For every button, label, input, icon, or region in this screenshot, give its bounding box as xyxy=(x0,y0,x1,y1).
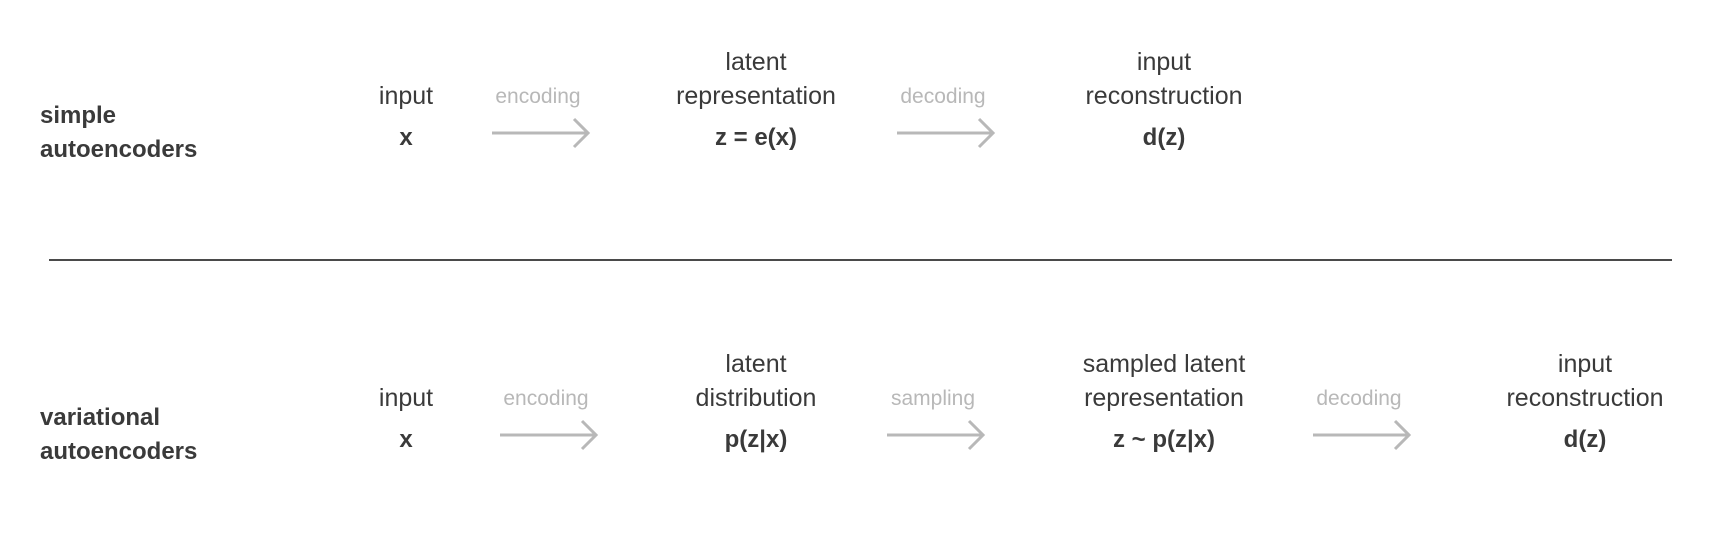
node-label: input xyxy=(378,82,434,110)
node-expression: d(z) xyxy=(1563,426,1607,453)
edge-label: decoding xyxy=(1316,387,1402,410)
input-node: input x xyxy=(276,79,536,155)
row-title: variational autoencoders xyxy=(40,404,198,465)
arrow-right-icon xyxy=(887,419,986,451)
node-label: sampled latent representation xyxy=(1082,350,1246,412)
node-label: input reconstruction xyxy=(1085,48,1243,110)
divider xyxy=(49,259,1672,261)
node-expression: x xyxy=(399,124,413,151)
simple-autoencoders-row: simple autoencoders input x encoding lat… xyxy=(0,45,1712,245)
input-reconstruction-node: input reconstruction d(z) xyxy=(1034,45,1294,155)
decoding-edge: decoding xyxy=(1294,385,1424,453)
arrow-right-icon xyxy=(897,117,996,149)
sampling-edge: sampling xyxy=(868,385,998,453)
latent-representation-node: latent representation z = e(x) xyxy=(626,45,886,155)
edge-label: encoding xyxy=(503,387,589,410)
edge-label: decoding xyxy=(900,85,986,108)
node-expression: d(z) xyxy=(1142,124,1186,151)
node-label: latent representation xyxy=(676,48,836,110)
arrow-right-icon xyxy=(1313,419,1412,451)
input-node: input x xyxy=(276,381,536,457)
arrow-right-icon xyxy=(500,419,599,451)
latent-distribution-node: latent distribution p(z|x) xyxy=(626,347,886,457)
encoding-edge: encoding xyxy=(473,83,603,151)
node-expression: p(z|x) xyxy=(724,426,788,453)
encoding-edge: encoding xyxy=(481,385,611,453)
sampled-latent-representation-node: sampled latent representation z ~ p(z|x) xyxy=(1034,347,1294,457)
variational-autoencoders-row: variational autoencoders input x encodin… xyxy=(0,347,1712,547)
node-label: input xyxy=(378,384,434,412)
arrow-right-icon xyxy=(492,117,591,149)
row-title: simple autoencoders xyxy=(40,102,198,163)
node-expression: z ~ p(z|x) xyxy=(1112,426,1216,453)
decoding-edge: decoding xyxy=(878,83,1008,151)
node-label: latent distribution xyxy=(695,350,817,412)
input-reconstruction-node: input reconstruction d(z) xyxy=(1460,347,1710,457)
edge-label: sampling xyxy=(890,387,976,410)
node-label: input reconstruction xyxy=(1506,350,1664,412)
node-expression: x xyxy=(399,426,413,453)
node-expression: z = e(x) xyxy=(714,124,798,151)
edge-label: encoding xyxy=(495,85,581,108)
